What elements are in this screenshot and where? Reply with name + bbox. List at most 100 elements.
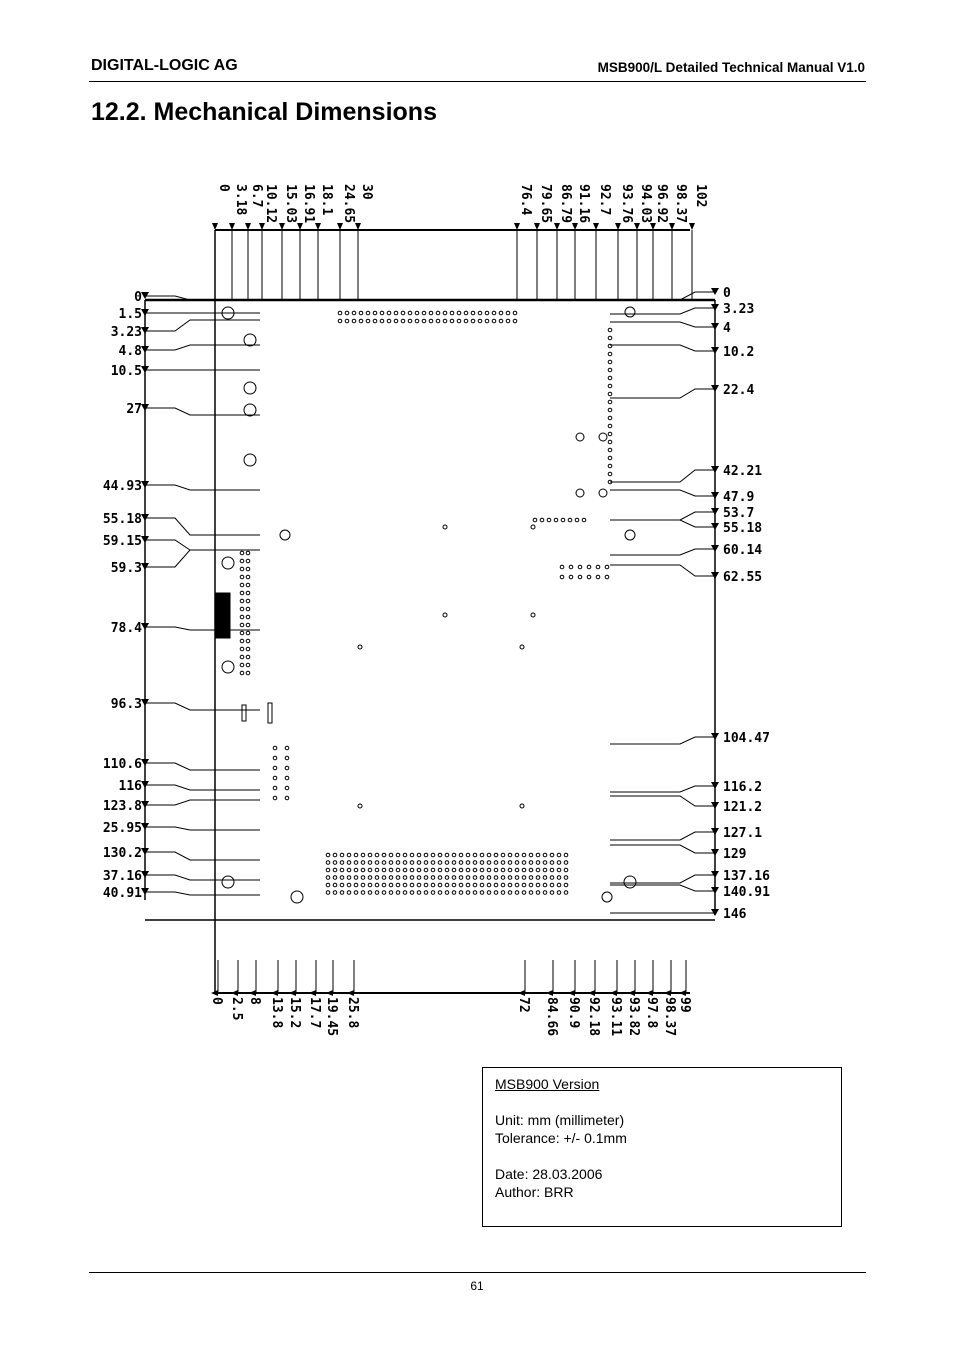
dimension-leader [610,511,715,521]
pin-hole [272,755,278,761]
pin-hole [535,875,541,880]
mounting-hole-icon [243,333,257,347]
pin-hole [428,318,434,324]
dimension-label-left: 96.3 [111,697,142,712]
pin-hole [367,875,373,880]
pin-hole [512,310,518,316]
pin-hole [556,890,562,895]
pin-hole [549,882,555,888]
arrow-icon [297,223,303,230]
pin-hole [607,431,613,437]
pin-hole [465,867,471,873]
pin-hole [595,574,601,580]
dimension-label-left: 10.5 [111,364,142,379]
dimension-label-right: 42.21 [723,464,762,479]
mounting-hole-icon [221,660,235,674]
pin-hole [528,860,534,865]
dimension-leader [145,762,260,771]
header-company: DIGITAL-LOGIC AG [91,57,238,74]
dimension-label-top: 98.37 [673,184,688,223]
dimension-label-right: 22.4 [723,383,754,398]
pin-hole [360,890,366,895]
pin-hole [546,517,552,523]
pin-hole [430,882,436,888]
via-marker [530,524,536,530]
pin-hole [430,860,436,865]
pin-hole [470,310,476,316]
dimension-label-bottom: 19.45 [324,997,339,1036]
pin-hole [239,670,245,676]
pin-hole [325,875,331,880]
pin-hole [607,423,613,429]
pin-hole [381,860,387,865]
pin-hole [332,860,338,865]
pin-hole [367,882,373,888]
pin-hole [465,882,471,888]
pin-hole [339,875,345,880]
pin-hole [400,310,406,316]
dimension-label-left: 130.2 [103,846,142,861]
dimension-leader [610,519,715,528]
dimension-label-left: 55.18 [103,512,142,527]
info-unit: Unit: mm (millimeter) [495,1112,625,1128]
pin-hole [379,310,385,316]
dimension-leader [145,891,260,896]
mounting-hole-icon [601,891,613,903]
pin-hole [486,867,492,873]
dimension-label-bottom: 13.8 [269,997,284,1028]
dimension-leader [145,517,260,536]
arrow-icon [572,223,578,230]
pin-hole [556,852,562,858]
arrow-icon [518,990,525,996]
dimension-label-bottom: 8 [247,997,262,1005]
pin-hole [239,606,245,612]
pin-hole [284,745,290,751]
dimension-label-right: 10.2 [723,345,754,360]
dimension-label-top: 94.03 [638,184,653,223]
arrow-icon [347,990,354,996]
arrow-icon [554,223,560,230]
dimension-label-left: 4.8 [119,344,143,359]
pin-hole [374,852,380,858]
pin-hole [607,359,613,365]
pin-hole [521,860,527,865]
pin-hole [402,867,408,873]
pin-hole [465,875,471,880]
via-marker [442,612,448,618]
pin-hole [442,318,448,324]
pin-hole [379,318,385,324]
pin-hole [456,318,462,324]
pin-hole [272,795,278,801]
pin-hole [430,852,436,858]
pin-hole [549,860,555,865]
dimension-label-bottom: 25.8 [345,997,360,1028]
dimension-label-bottom: 93.11 [608,997,623,1036]
pin-hole [239,574,245,580]
pin-hole [381,867,387,873]
pin-hole [607,455,613,461]
pin-hole [284,765,290,771]
pin-hole [607,343,613,349]
pin-hole [521,867,527,873]
pin-hole [367,860,373,865]
pin-hole [423,867,429,873]
pin-hole [272,775,278,781]
pin-hole [388,875,394,880]
pin-hole [458,890,464,895]
pin-hole [528,890,534,895]
pin-hole [607,471,613,477]
pin-hole [512,318,518,324]
pin-hole [451,867,457,873]
pin-hole [239,582,245,588]
pin-hole [437,860,443,865]
pin-hole [542,882,548,888]
dimension-leader [145,344,260,351]
pin-hole [395,860,401,865]
dimension-label-top: 10.12 [263,184,278,223]
pin-hole [500,882,506,888]
dimension-leader [145,874,260,881]
pin-hole [556,882,562,888]
pin-hole [604,574,610,580]
pin-hole [245,566,251,572]
pin-hole [607,407,613,413]
